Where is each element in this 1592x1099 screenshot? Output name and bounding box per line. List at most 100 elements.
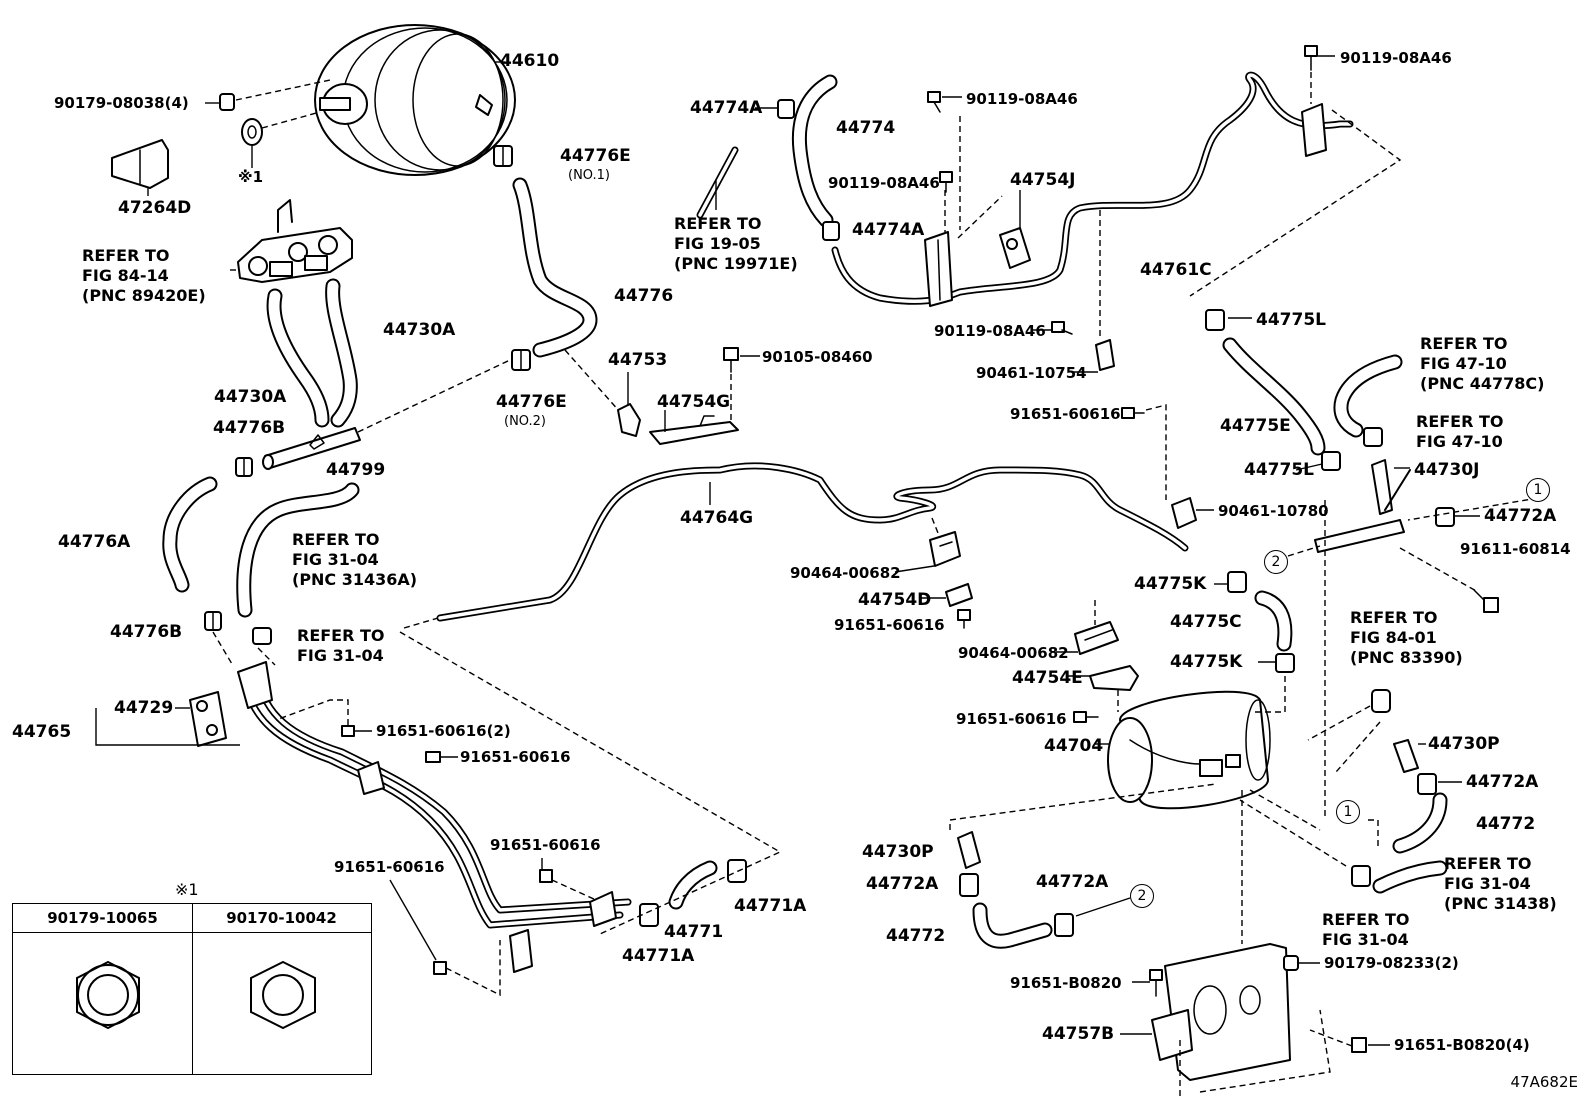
bolt-91651-60616-f <box>1073 711 1099 723</box>
ref-fig-84-01: REFER TO FIG 84-01 (PNC 83390) <box>1350 608 1463 667</box>
clamp-44775K-a <box>1214 571 1247 593</box>
clamp-44776B-bottom <box>204 611 222 631</box>
label-44610: 44610 <box>500 51 560 71</box>
label-44754J: 44754J <box>1010 170 1076 190</box>
label-44776E-no1: 44776E <box>560 146 631 166</box>
label-44730P-right: 44730P <box>1428 734 1500 754</box>
label-44776B-top: 44776B <box>213 418 286 438</box>
clamp-47-10 <box>1363 427 1383 447</box>
label-no2: (NO.2) <box>504 414 546 429</box>
label-44730J: 44730J <box>1414 460 1480 480</box>
circle-marker-1-bottom: 1 <box>1336 800 1360 824</box>
label-44775K-b: 44775K <box>1170 652 1243 672</box>
bolt-91651-60616-d <box>1121 407 1145 419</box>
bolt-91651-60616-c <box>389 879 447 975</box>
label-44704: 44704 <box>1044 736 1104 756</box>
bolt-91651-60616-a <box>425 751 458 763</box>
label-44764G: 44764G <box>680 508 754 528</box>
bracket-47264D <box>111 139 169 196</box>
bracket-44765-top <box>237 661 273 709</box>
bolt-90119-08A46-mid <box>939 171 953 193</box>
label-44754G: 44754G <box>657 392 731 412</box>
label-90119-08A46-top: 90119-08A46 <box>1340 49 1452 67</box>
circle-marker-2-bottom: 2 <box>1130 884 1154 908</box>
label-90464-00682-b: 90464-00682 <box>958 644 1069 662</box>
label-91651-60616-e: 91651-60616 <box>834 616 945 634</box>
circle-marker-2-top: 2 <box>1264 550 1288 574</box>
bolt-91611-60814 <box>1473 589 1499 613</box>
label-44775L-top: 44775L <box>1256 310 1326 330</box>
nut-90170-10042-drawing <box>250 960 316 1030</box>
label-44772A-left2: 44772A <box>1036 872 1109 892</box>
label-91651-60616-c: 91651-60616 <box>334 858 445 876</box>
label-44730P-left: 44730P <box>862 842 934 862</box>
clip-90461-10780 <box>1171 497 1214 529</box>
label-44774A-top: 44774A <box>690 98 763 118</box>
nut-90179-08038 <box>205 93 235 111</box>
label-no1: (NO.1) <box>568 168 610 183</box>
clamp-44775L-mid <box>1295 451 1341 471</box>
clip-90461-10754 <box>1072 339 1115 373</box>
label-44775C: 44775C <box>1170 612 1242 632</box>
table-drawings <box>76 960 316 1030</box>
label-44772-left: 44772 <box>886 926 946 946</box>
label-44799: 44799 <box>326 460 386 480</box>
ref-fig-31-04-c: REFER TO FIG 31-04 (PNC 31438) <box>1444 854 1557 913</box>
label-44771A-right: 44771A <box>734 896 807 916</box>
ref-fig-31-04-b: REFER TO FIG 31-04 <box>297 626 385 665</box>
label-44772A-right: 44772A <box>1484 506 1557 526</box>
nut-90179-08233 <box>1283 955 1320 971</box>
label-44776A: 44776A <box>58 532 131 552</box>
label-44730A-left: 44730A <box>214 387 287 407</box>
label-44772A-mid: 44772A <box>1466 772 1539 792</box>
label-44772A-left: 44772A <box>866 874 939 894</box>
clamp-31-04 <box>252 627 272 645</box>
label-44776: 44776 <box>614 286 674 306</box>
label-91651-60616-b: 91651-60616 <box>490 836 601 854</box>
label-44774: 44774 <box>836 118 896 138</box>
table-marker: ※1 <box>175 880 199 899</box>
valve-44730P-right <box>1393 739 1426 773</box>
canister-44704 <box>1094 690 1271 810</box>
figure-code: 47A682E <box>1510 1073 1578 1091</box>
label-47264D: 47264D <box>118 198 192 218</box>
label-44771: 44771 <box>664 922 724 942</box>
label-44774A-mid: 44774A <box>852 220 925 240</box>
label-44776B-bottom: 44776B <box>110 622 183 642</box>
ref-fig-47-10-b: REFER TO FIG 47-10 <box>1416 412 1504 451</box>
clamp-44776B-top <box>235 457 253 477</box>
label-44754D: 44754D <box>858 590 932 610</box>
tee-44730J <box>1314 459 1411 553</box>
label-90105-08460: 90105-08460 <box>762 348 873 366</box>
clamp-44776E-no1 <box>493 145 513 167</box>
label-44775K-a: 44775K <box>1134 574 1207 594</box>
label-90461-10754: 90461-10754 <box>976 364 1087 382</box>
bolt-91651-60616-b <box>539 869 553 883</box>
label-91651-60616-2: 91651-60616(2) <box>376 722 511 740</box>
brake-booster <box>314 24 516 176</box>
clamp-44771A-bottom <box>639 903 659 927</box>
clamp-44772A-left <box>959 873 979 897</box>
label-44771A-bottom: 44771A <box>622 946 695 966</box>
clamp-44775K-b <box>1258 653 1295 673</box>
ref-fig-31-04-d: REFER TO FIG 31-04 <box>1322 910 1410 949</box>
ref-fig-84-14: REFER TO FIG 84-14 (PNC 89420E) <box>82 246 206 305</box>
label-44776E-no2: 44776E <box>496 392 567 412</box>
clamp-90464-00682-a <box>894 531 961 573</box>
label-91651-60616-f: 91651-60616 <box>956 710 1067 728</box>
label-44757B: 44757B <box>1042 1024 1115 1044</box>
grommet-83390 <box>1371 689 1391 713</box>
clamp-44772A-left2 <box>1054 897 1131 937</box>
bracket-44757B <box>1120 943 1291 1081</box>
ref-fig-31-04-a: REFER TO FIG 31-04 (PNC 31436A) <box>292 530 418 589</box>
label-44772-right: 44772 <box>1476 814 1536 834</box>
label-90179-08233: 90179-08233(2) <box>1324 954 1459 972</box>
table-divider <box>192 904 193 1074</box>
label-91651-60616-a: 91651-60616 <box>460 748 571 766</box>
bracket-on-44761C <box>924 231 953 307</box>
label-44775L-mid: 44775L <box>1244 460 1314 480</box>
clamp-44772A-right <box>1435 507 1480 527</box>
label-90461-10780: 90461-10780 <box>1218 502 1329 520</box>
